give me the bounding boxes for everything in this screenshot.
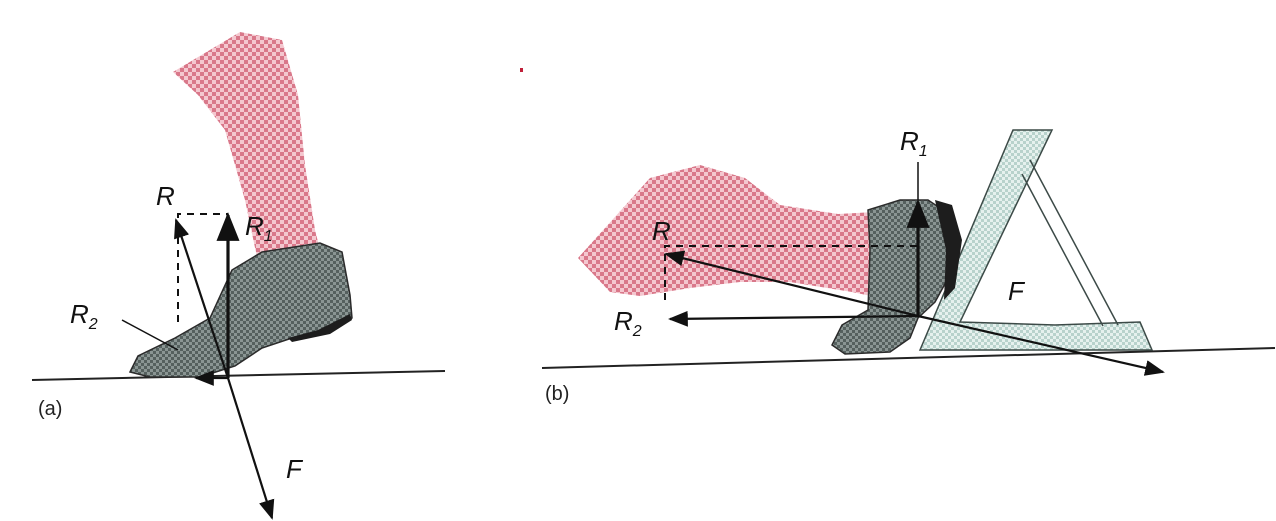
component-2-arrow-b [668, 310, 919, 327]
red-speck [520, 68, 523, 72]
label-resultant-a: R [156, 181, 175, 211]
label-component-2-a: R2 [70, 299, 98, 333]
resultant-arrow-b [664, 250, 919, 318]
starting-block-b [918, 129, 1154, 351]
force-arrow-a [226, 377, 275, 520]
label-resultant-b: R [652, 216, 671, 246]
label-component-1-b: R1 [900, 126, 928, 160]
shoe-sole-b [935, 200, 962, 300]
caption-b: (b) [545, 383, 569, 405]
leg-a [173, 32, 320, 262]
shoe-sole-a [288, 314, 352, 342]
dashed-construction-a [177, 213, 228, 322]
r2-leader-line [121, 319, 179, 351]
label-component-1-a: R1 [245, 211, 273, 245]
ground-line-b [541, 347, 1276, 369]
label-force-b: F [1008, 276, 1026, 306]
ground-line-a [31, 370, 446, 381]
force-arrow-b [917, 314, 1165, 376]
label-force-a: F [286, 454, 304, 484]
panel-a: R R1 R2 F (a) [31, 32, 446, 520]
resultant-arrow-a [174, 218, 230, 379]
label-component-2-b: R2 [614, 306, 642, 340]
block-strut-outer [1029, 159, 1119, 326]
shoe-a [128, 242, 353, 378]
block-strut-inner [1021, 173, 1104, 327]
dashed-construction-b [664, 245, 918, 300]
caption-a: (a) [38, 398, 62, 420]
leg-b [578, 165, 890, 300]
panel-b: R R1 R2 F (b) [541, 126, 1276, 405]
